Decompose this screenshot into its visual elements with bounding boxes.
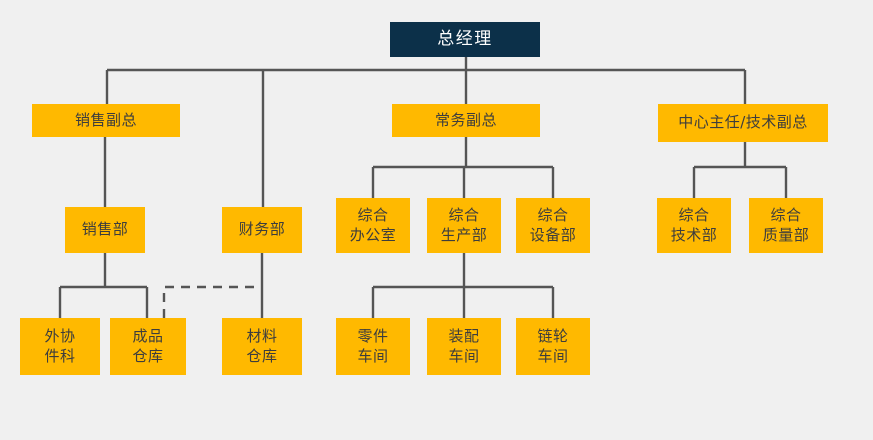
node-finished-goods-warehouse-label-line2: 仓库 (132, 346, 164, 365)
node-finance-dept-label: 财务部 (238, 220, 286, 239)
node-general-quality-label-line2: 质量部 (762, 225, 810, 244)
node-parts-workshop-label-line2: 车间 (357, 346, 389, 365)
node-sprocket-workshop-label-line2: 车间 (537, 346, 569, 365)
node-general-production-label-line1: 综合 (448, 205, 480, 224)
node-material-warehouse-label-line2: 仓库 (246, 346, 278, 365)
node-general-equipment-label-line1: 综合 (537, 205, 569, 224)
node-assembly-workshop[interactable]: 装配 车间 (427, 318, 501, 375)
node-outsourcing-section[interactable]: 外协 件科 (20, 318, 100, 375)
node-material-warehouse[interactable]: 材料 仓库 (222, 318, 302, 375)
node-sprocket-workshop[interactable]: 链轮 车间 (516, 318, 590, 375)
node-parts-workshop[interactable]: 零件 车间 (336, 318, 410, 375)
node-general-office-label-line1: 综合 (357, 205, 389, 224)
node-general-technology-label-line2: 技术部 (670, 225, 718, 244)
node-sprocket-workshop-label-line1: 链轮 (537, 326, 569, 345)
node-general-manager[interactable]: 总经理 (390, 22, 540, 57)
node-center-director[interactable]: 中心主任/技术副总 (658, 104, 828, 142)
node-executive-vp-label: 常务副总 (434, 110, 497, 129)
node-general-quality-label-line1: 综合 (770, 205, 802, 224)
node-sales-vp[interactable]: 销售副总 (32, 104, 180, 137)
node-parts-workshop-label-line1: 零件 (357, 326, 389, 345)
node-material-warehouse-label-line1: 材料 (246, 326, 278, 345)
node-general-office-label-line2: 办公室 (349, 225, 397, 244)
node-finished-goods-warehouse[interactable]: 成品 仓库 (110, 318, 186, 375)
node-assembly-workshop-label-line2: 车间 (448, 346, 480, 365)
node-assembly-workshop-label-line1: 装配 (448, 326, 480, 345)
connector-dashed-to-finished-goods (162, 285, 258, 318)
node-outsourcing-section-label-line1: 外协 (44, 326, 76, 345)
node-general-technology[interactable]: 综合 技术部 (657, 198, 731, 253)
node-general-office[interactable]: 综合 办公室 (336, 198, 410, 253)
node-general-production-label-line2: 生产部 (440, 225, 488, 244)
node-general-quality[interactable]: 综合 质量部 (749, 198, 823, 253)
node-general-equipment-label-line2: 设备部 (529, 225, 577, 244)
node-outsourcing-section-label-line2: 件科 (44, 346, 76, 365)
node-finance-dept[interactable]: 财务部 (222, 207, 302, 253)
node-sales-dept[interactable]: 销售部 (65, 207, 145, 253)
node-finished-goods-warehouse-label-line1: 成品 (132, 326, 164, 345)
node-general-equipment[interactable]: 综合 设备部 (516, 198, 590, 253)
node-center-director-label: 中心主任/技术副总 (678, 113, 808, 132)
node-general-manager-label: 总经理 (437, 29, 493, 50)
node-sales-vp-label: 销售副总 (74, 110, 137, 129)
node-executive-vp[interactable]: 常务副总 (392, 104, 540, 137)
node-general-production[interactable]: 综合 生产部 (427, 198, 501, 253)
node-general-technology-label-line1: 综合 (678, 205, 710, 224)
node-sales-dept-label: 销售部 (81, 220, 129, 239)
